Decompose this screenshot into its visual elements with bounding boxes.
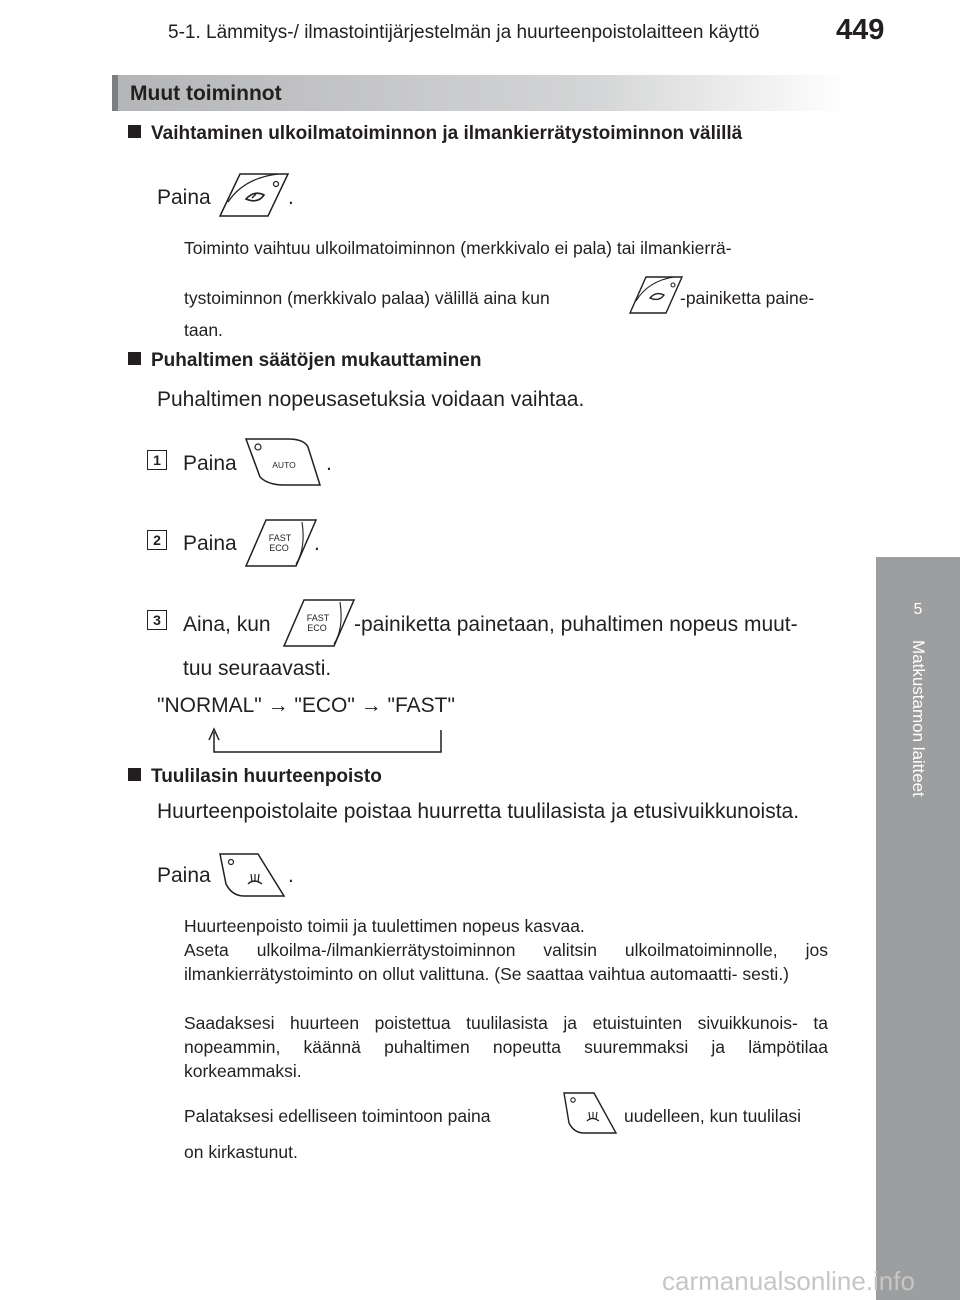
fan-intro: Puhaltimen nopeusasetuksia voidaan vaiht…	[157, 388, 585, 411]
fan-sequence: "NORMAL" → "ECO" → "FAST"	[157, 694, 455, 717]
heading-square-icon	[128, 125, 141, 138]
defog-heading: Tuulilasin huurteenpoisto	[128, 766, 382, 788]
defog-return-line2: on kirkastunut.	[184, 1142, 298, 1162]
auto-button-label: AUTO	[272, 460, 296, 470]
defog-note-paragraph1: Aseta ulkoilma-/ilmankierrätystoiminnon …	[184, 940, 828, 984]
section-title: Muut toiminnot	[130, 82, 282, 105]
recirculation-note-line1: Toiminto vaihtuu ulkoilmatoiminnon (merk…	[184, 238, 732, 258]
page-number: 449	[836, 14, 885, 46]
defog-return-after: uudelleen, kun tuulilasi	[624, 1106, 802, 1126]
fast-eco-button-icon-inline: FAST ECO	[282, 599, 356, 647]
eco-label: ECO	[307, 623, 327, 633]
defog-press-suffix: .	[288, 864, 294, 887]
fast-label: FAST	[307, 613, 330, 623]
defog-note-paragraph2: Saadaksesi huurteen poistettua tuulilasi…	[184, 1013, 828, 1081]
auto-button-icon: AUTO	[244, 438, 322, 486]
recirculation-heading: Vaihtaminen ulkoilmatoiminnon ja ilmanki…	[128, 123, 742, 145]
fast-label: FAST	[269, 533, 292, 543]
chapter-side-tab: 5	[876, 557, 960, 1300]
fan-heading: Puhaltimen säätöjen mukauttaminen	[128, 350, 481, 372]
defog-press-label: Paina	[157, 864, 211, 887]
section-title-bar	[112, 75, 848, 111]
recirculation-note-line3: taan.	[184, 320, 223, 340]
step-3-text-line2: tuu seuraavasti.	[183, 657, 332, 680]
chapter-label: Matkustamon laitteet	[909, 640, 928, 797]
recirculation-press-suffix: .	[288, 186, 294, 209]
recirculation-button-icon-inline	[628, 276, 684, 314]
defog-return-before: Palataksesi edelliseen toimintoon paina	[184, 1106, 491, 1126]
chapter-number: 5	[913, 601, 923, 618]
heading-square-icon	[128, 768, 141, 781]
recirculation-note-line2b: -painiketta paine-	[680, 288, 815, 308]
step-number-badge: 3	[147, 610, 167, 630]
step-1-text: Paina	[183, 452, 237, 475]
step-2-suffix: .	[314, 532, 320, 555]
eco-label: ECO	[269, 543, 289, 553]
windshield-defog-button-icon-inline	[563, 1092, 618, 1134]
page-header-title: 5-1. Lämmitys-/ ilmastointijärjestelmän …	[168, 22, 760, 43]
step-3-text-after: -painiketta painetaan, puhaltimen nopeus…	[354, 613, 798, 636]
windshield-defog-button-icon	[219, 853, 286, 897]
watermark: carmanualsonline.info	[662, 1266, 915, 1296]
fast-eco-button-icon: FAST ECO	[244, 519, 318, 567]
defog-intro: Huurteenpoistolaite poistaa huurretta tu…	[157, 800, 800, 823]
step-3-text-before: Aina, kun	[183, 613, 271, 636]
step-1-suffix: .	[326, 452, 332, 475]
step-number-badge: 2	[147, 530, 167, 550]
recirculation-press-label: Paina	[157, 186, 211, 209]
recirculation-button-icon	[218, 173, 290, 217]
defog-note-line1: Huurteenpoisto toimii ja tuulettimen nop…	[184, 916, 585, 936]
sequence-loop-arrow	[208, 727, 442, 753]
heading-square-icon	[128, 352, 141, 365]
step-2-text: Paina	[183, 532, 237, 555]
recirculation-note-line2a: tystoiminnon (merkkivalo palaa) välillä …	[184, 288, 550, 308]
step-number-badge: 1	[147, 450, 167, 470]
